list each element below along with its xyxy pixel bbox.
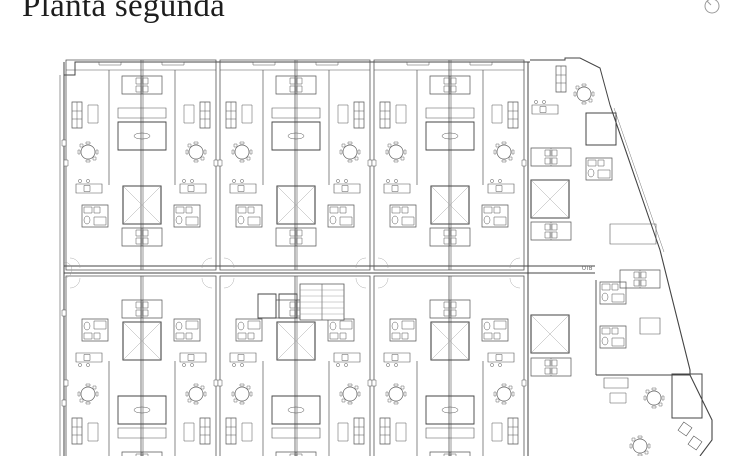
apartment-block-upper-1	[64, 60, 218, 270]
apartment-block-lower-2	[218, 276, 372, 456]
otb-label: OTB	[582, 266, 593, 272]
apartment-block-lower-1	[64, 276, 218, 456]
corner-wing: OTB	[528, 58, 712, 456]
rotate-icon[interactable]	[699, 0, 723, 18]
apartment-block-upper-2	[218, 60, 372, 270]
apartment-block-upper-3	[372, 60, 526, 270]
page-title: Planta segunda	[22, 0, 226, 24]
apartment-block-lower-3	[372, 276, 526, 456]
stair-core	[258, 284, 344, 320]
